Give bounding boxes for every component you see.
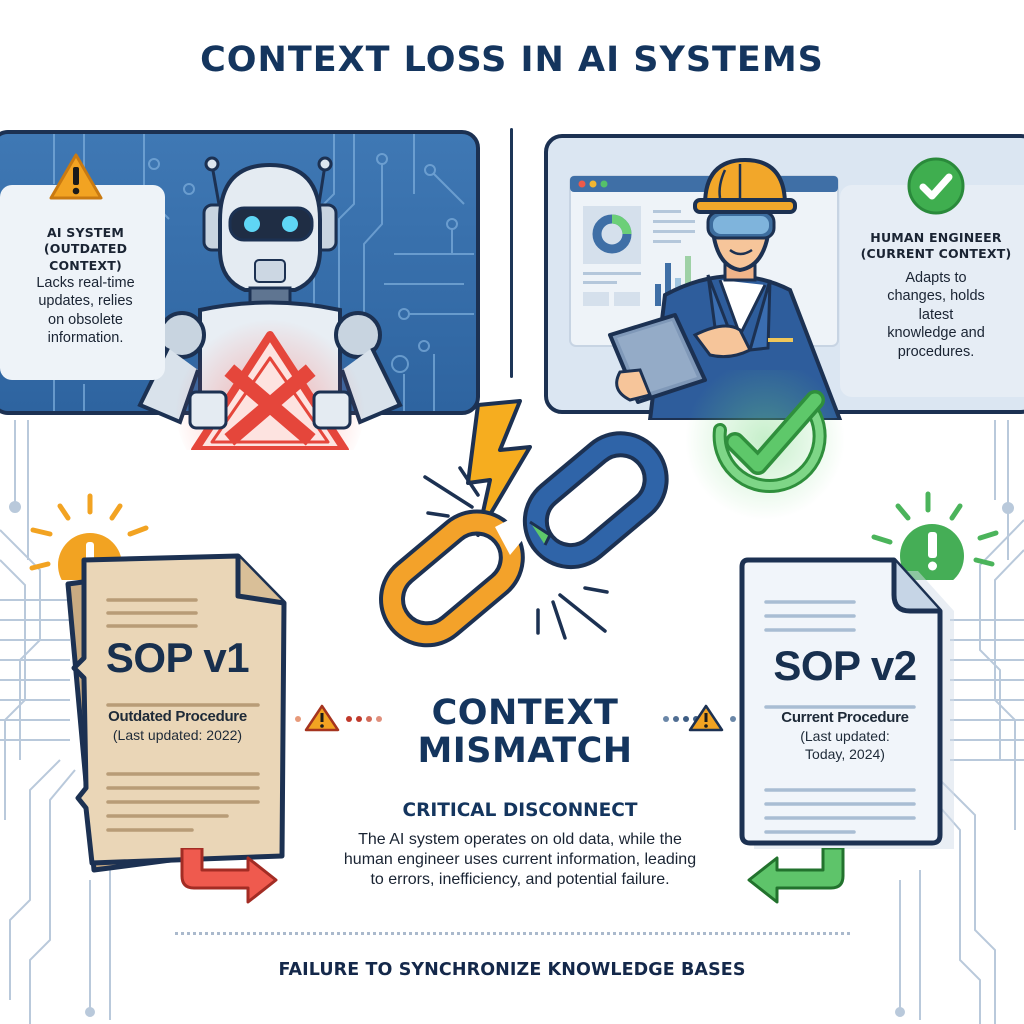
context-mismatch-title: CONTEXT MISMATCH	[417, 693, 633, 771]
ai-system-description: AI SYSTEM (OUTDATED CONTEXT) Lacks real-…	[8, 225, 163, 348]
sop-v2-date: (Last updated: Today, 2024)	[800, 728, 890, 762]
footer-caption: FAILURE TO SYNCHRONIZE KNOWLEDGE BASES	[278, 960, 746, 980]
human-info-card	[840, 185, 1024, 397]
critical-disconnect-body: The AI system operates on old data, whil…	[343, 831, 697, 888]
green-exclamation-burst-icon	[871, 491, 999, 580]
critical-disconnect-heading: CRITICAL DISCONNECT	[402, 800, 638, 821]
sop-v2-title: SOP v2	[773, 642, 917, 689]
sop-v2-document	[739, 557, 954, 849]
ai-info-card	[0, 185, 165, 380]
sop-v1-document	[65, 553, 287, 873]
panel-divider	[510, 128, 513, 378]
robot-icon	[137, 156, 403, 450]
human-engineer-description: HUMAN ENGINEER (CURRENT CONTEXT) Adapts …	[848, 230, 1024, 361]
broken-chain-lightning-icon	[379, 399, 669, 648]
human-engineer-heading: HUMAN ENGINEER	[870, 230, 1002, 245]
sop-v2-subtitle: Current Procedure	[781, 709, 909, 726]
page-title: CONTEXT LOSS IN AI SYSTEMS	[200, 40, 824, 80]
red-arrow-right-icon	[180, 848, 278, 904]
warning-triangle-icon	[49, 153, 103, 200]
footer-divider	[175, 932, 850, 935]
green-check-circle-icon	[907, 157, 965, 215]
sop-v1-subtitle: Outdated Procedure	[108, 708, 247, 725]
ai-system-heading: AI SYSTEM	[46, 225, 125, 240]
right-connector-warning-icon	[663, 704, 736, 732]
green-arrow-left-icon	[747, 848, 845, 904]
left-connector-warning-icon	[295, 704, 382, 732]
green-check-ring-icon	[685, 370, 845, 520]
engineer-icon	[608, 157, 843, 420]
sop-v1-title: SOP v1	[105, 634, 250, 681]
sop-v1-date: (Last updated: 2022)	[112, 727, 243, 743]
